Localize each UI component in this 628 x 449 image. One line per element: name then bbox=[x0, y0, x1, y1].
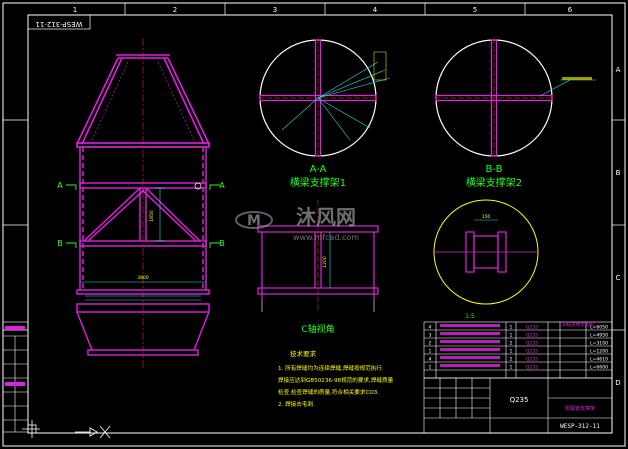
parts-table-cell: Q235 bbox=[526, 341, 538, 347]
watermark-brand: 沐风网 bbox=[296, 205, 356, 229]
parts-table-cell: 2 bbox=[510, 357, 513, 363]
parts-table-cell: L=6600 bbox=[590, 365, 608, 371]
section-aa-label: A-A bbox=[310, 164, 327, 175]
svg-text:M: M bbox=[247, 213, 261, 229]
parts-table-cell: L=4610 bbox=[590, 357, 608, 363]
ucs-crosshair-icon bbox=[22, 420, 40, 438]
section-bb-label: B-B bbox=[486, 164, 503, 175]
detail-c-view: 1200 C轴视角 bbox=[257, 200, 379, 335]
round-detail-scale: 1:5 bbox=[465, 313, 475, 320]
section-bb-title: 横梁支撑架2 bbox=[466, 176, 522, 189]
section-aa-view: A-A 横梁支撑架1 bbox=[258, 38, 391, 189]
watermark: M 沐风网 www.mfcad.com bbox=[235, 205, 359, 242]
zone-letter-a: A bbox=[616, 66, 621, 74]
parts-table-cell: 1 bbox=[429, 349, 432, 355]
parts-table-header: 阳极支撑架总图 bbox=[562, 321, 594, 328]
title-block-material: Q235 bbox=[510, 396, 529, 404]
tech-notes-heading: 技术要求 bbox=[290, 349, 317, 358]
main-elevation-view: 1850 3800 A A B B bbox=[57, 38, 225, 368]
parts-table-cell: 4 bbox=[429, 325, 432, 331]
zone-number-1: 1 bbox=[73, 6, 77, 14]
detail-c-dim: 1200 bbox=[322, 256, 328, 268]
title-block-drawing-no: WESP-312-11 bbox=[560, 423, 600, 430]
parts-table-cell: 1 bbox=[510, 325, 513, 331]
parts-table-cell: Q235 bbox=[526, 333, 538, 339]
parts-table-cell: 1 bbox=[510, 349, 513, 355]
round-detail-view: 150 1:5 bbox=[433, 199, 539, 320]
parts-table-cell: 1 bbox=[510, 333, 513, 339]
watermark-url: www.mfcad.com bbox=[293, 233, 359, 242]
section-mark-b-right: B bbox=[219, 239, 225, 248]
dim-height-line bbox=[155, 187, 165, 242]
section-bb-view: B-B 横梁支撑架2 bbox=[434, 38, 596, 189]
side-stamp-cells bbox=[2, 321, 29, 433]
tech-note-line-2: 焊接应达到GB50236-98规范的要求,焊缝质量 bbox=[278, 376, 394, 384]
section-mark-a-right: A bbox=[219, 181, 225, 190]
sheet-inner-border bbox=[27, 14, 613, 434]
beam-a bbox=[79, 182, 207, 189]
dim-height: 1850 bbox=[149, 210, 155, 222]
section-aa-title: 横梁支撑架1 bbox=[290, 176, 346, 189]
parts-table-cell: Q235 bbox=[526, 357, 538, 363]
parts-table-cell: 1 bbox=[510, 365, 513, 371]
section-mark-b-left: B bbox=[57, 239, 63, 248]
zone-letter-d: D bbox=[615, 379, 620, 387]
zone-ticks-left bbox=[3, 119, 28, 331]
title-block-part-name: 阳极管支撑架 bbox=[565, 405, 595, 412]
section-mark-a-left: A bbox=[57, 181, 63, 190]
zone-ticks-right bbox=[612, 119, 625, 331]
zone-number-4: 4 bbox=[373, 6, 378, 14]
zone-number-2: 2 bbox=[173, 6, 177, 14]
parts-table-grid bbox=[423, 321, 613, 379]
watermark-logo-icon: M bbox=[235, 211, 273, 229]
side-stamp-label-1 bbox=[5, 326, 25, 330]
title-block-grid bbox=[423, 377, 613, 434]
zone-number-5: 5 bbox=[473, 6, 477, 14]
parts-table-cell: 3 bbox=[429, 333, 432, 339]
zone-number-3: 3 bbox=[273, 6, 277, 14]
parts-table-cell: 4 bbox=[429, 357, 432, 363]
detail-c-title: C轴视角 bbox=[301, 323, 334, 335]
parts-table-cell: 2 bbox=[429, 341, 432, 347]
detail-c-callout bbox=[194, 182, 202, 190]
drawing-code-inverted: WESP-312-11 bbox=[35, 20, 82, 28]
zone-number-6: 6 bbox=[568, 6, 573, 14]
parts-table-cell: Q235 bbox=[526, 365, 538, 371]
parts-table-cell: L=3100 bbox=[590, 341, 608, 347]
parts-table-cell: Q235 bbox=[526, 325, 538, 331]
zone-letter-c: C bbox=[616, 274, 621, 282]
code-box bbox=[27, 14, 91, 30]
zone-letter-b: B bbox=[616, 169, 621, 177]
beam-b bbox=[79, 240, 207, 247]
tech-note-line-1: 1. 所有焊缝均为连续焊缝,焊缝按规范执行. bbox=[278, 364, 384, 372]
parts-table-cell: L=1200 bbox=[590, 349, 608, 355]
parts-table-cell: Q235 bbox=[526, 349, 538, 355]
tech-note-line-3: 检查,检查焊缝的质量,符合相关要求CO3. bbox=[278, 388, 379, 396]
zone-ticks-top bbox=[124, 3, 526, 15]
truss-frame bbox=[83, 187, 201, 242]
parts-table-spec-bars bbox=[440, 324, 500, 367]
tech-note-line-4: 2. 焊接去毛刺. bbox=[278, 400, 315, 408]
parts-table-cell: L=6050 bbox=[590, 325, 608, 331]
parts-table-cell: 2 bbox=[510, 341, 513, 347]
dim-width: 3800 bbox=[137, 275, 149, 281]
parts-table-cell: 1 bbox=[429, 365, 432, 371]
round-detail-dim: 150 bbox=[482, 214, 491, 220]
ucs-arrow-icon bbox=[75, 425, 111, 439]
side-stamp-label-2 bbox=[5, 382, 25, 386]
parts-table-cell: L=4950 bbox=[590, 333, 608, 339]
